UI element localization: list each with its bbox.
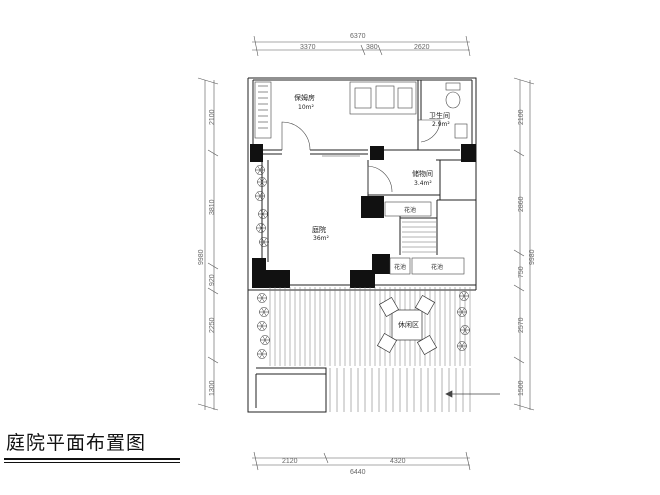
plant-icon — [255, 165, 265, 175]
room-name-lounge: 休闲区 — [398, 320, 419, 329]
right-dim-2: 2860 — [518, 196, 525, 212]
left-dim-5: 1300 — [209, 380, 216, 396]
right-dim-3: 750 — [518, 266, 525, 278]
plant-icon — [258, 209, 268, 219]
room-area-courtyard: 36m² — [313, 235, 329, 242]
right-dimensions — [513, 77, 535, 411]
right-dim-total: 9980 — [529, 249, 536, 265]
bottom-dim-seg2: 4320 — [390, 458, 406, 465]
plant-icon — [257, 321, 267, 331]
room-name-storage: 储物间 — [412, 169, 433, 178]
room-area-storage: 3.4m² — [414, 180, 432, 187]
right-dim-5: 1500 — [518, 380, 525, 396]
structural-columns — [250, 144, 476, 288]
walls — [247, 77, 477, 413]
top-dim-total: 6370 — [350, 33, 366, 40]
left-dim-total: 9980 — [198, 249, 205, 265]
right-dim-1: 2100 — [518, 109, 525, 125]
bottom-dim-seg1: 2120 — [282, 458, 298, 465]
title-underline-thin — [4, 462, 180, 463]
left-dim-2: 3810 — [209, 199, 216, 215]
left-dim-3: 920 — [209, 274, 216, 286]
top-dim-seg1: 3370 — [300, 44, 316, 51]
plants — [255, 165, 470, 359]
plant-icon — [260, 335, 270, 345]
plant-icon — [457, 307, 467, 317]
left-dim-1: 2100 — [209, 109, 216, 125]
doors — [281, 119, 441, 193]
plant-icon — [460, 325, 470, 335]
planter-label-3: 花池 — [431, 263, 443, 271]
plant-icon — [257, 177, 267, 187]
plant-icon — [459, 291, 469, 301]
title-underline — [4, 458, 180, 460]
plant-icon — [259, 307, 269, 317]
planter-label-1: 花池 — [404, 206, 416, 214]
planter-label-2: 花池 — [394, 263, 406, 271]
left-dimensions — [197, 77, 219, 411]
planter-boxes — [384, 201, 465, 275]
top-dim-seg2: 380 — [366, 44, 378, 51]
bottom-dim-total: 6440 — [350, 469, 366, 476]
room-area-nanny: 10m² — [298, 104, 314, 111]
lounge-furniture — [376, 294, 438, 356]
left-dim-4: 2250 — [209, 317, 216, 333]
right-dim-4: 2570 — [518, 317, 525, 333]
plant-icon — [259, 237, 269, 247]
plant-icon — [256, 223, 266, 233]
plant-icon — [255, 191, 265, 201]
room-area-bath: 2.9m² — [432, 121, 450, 128]
plant-icon — [257, 293, 267, 303]
top-dim-seg3: 2620 — [414, 44, 430, 51]
bottom-dimensions — [252, 451, 471, 471]
drawing-title: 庭院平面布置图 — [6, 432, 147, 454]
wood-deck — [269, 287, 471, 366]
entrance-stairs — [329, 368, 471, 412]
room-name-nanny: 保姆房 — [294, 93, 315, 102]
furniture — [254, 81, 468, 157]
entry-arrow — [445, 390, 500, 398]
stairs — [402, 221, 436, 253]
room-name-bath: 卫生间 — [429, 111, 450, 120]
top-dimensions — [252, 35, 471, 57]
plant-icon — [457, 341, 467, 351]
plant-icon — [257, 349, 267, 359]
room-name-courtyard: 庭院 — [312, 225, 326, 234]
